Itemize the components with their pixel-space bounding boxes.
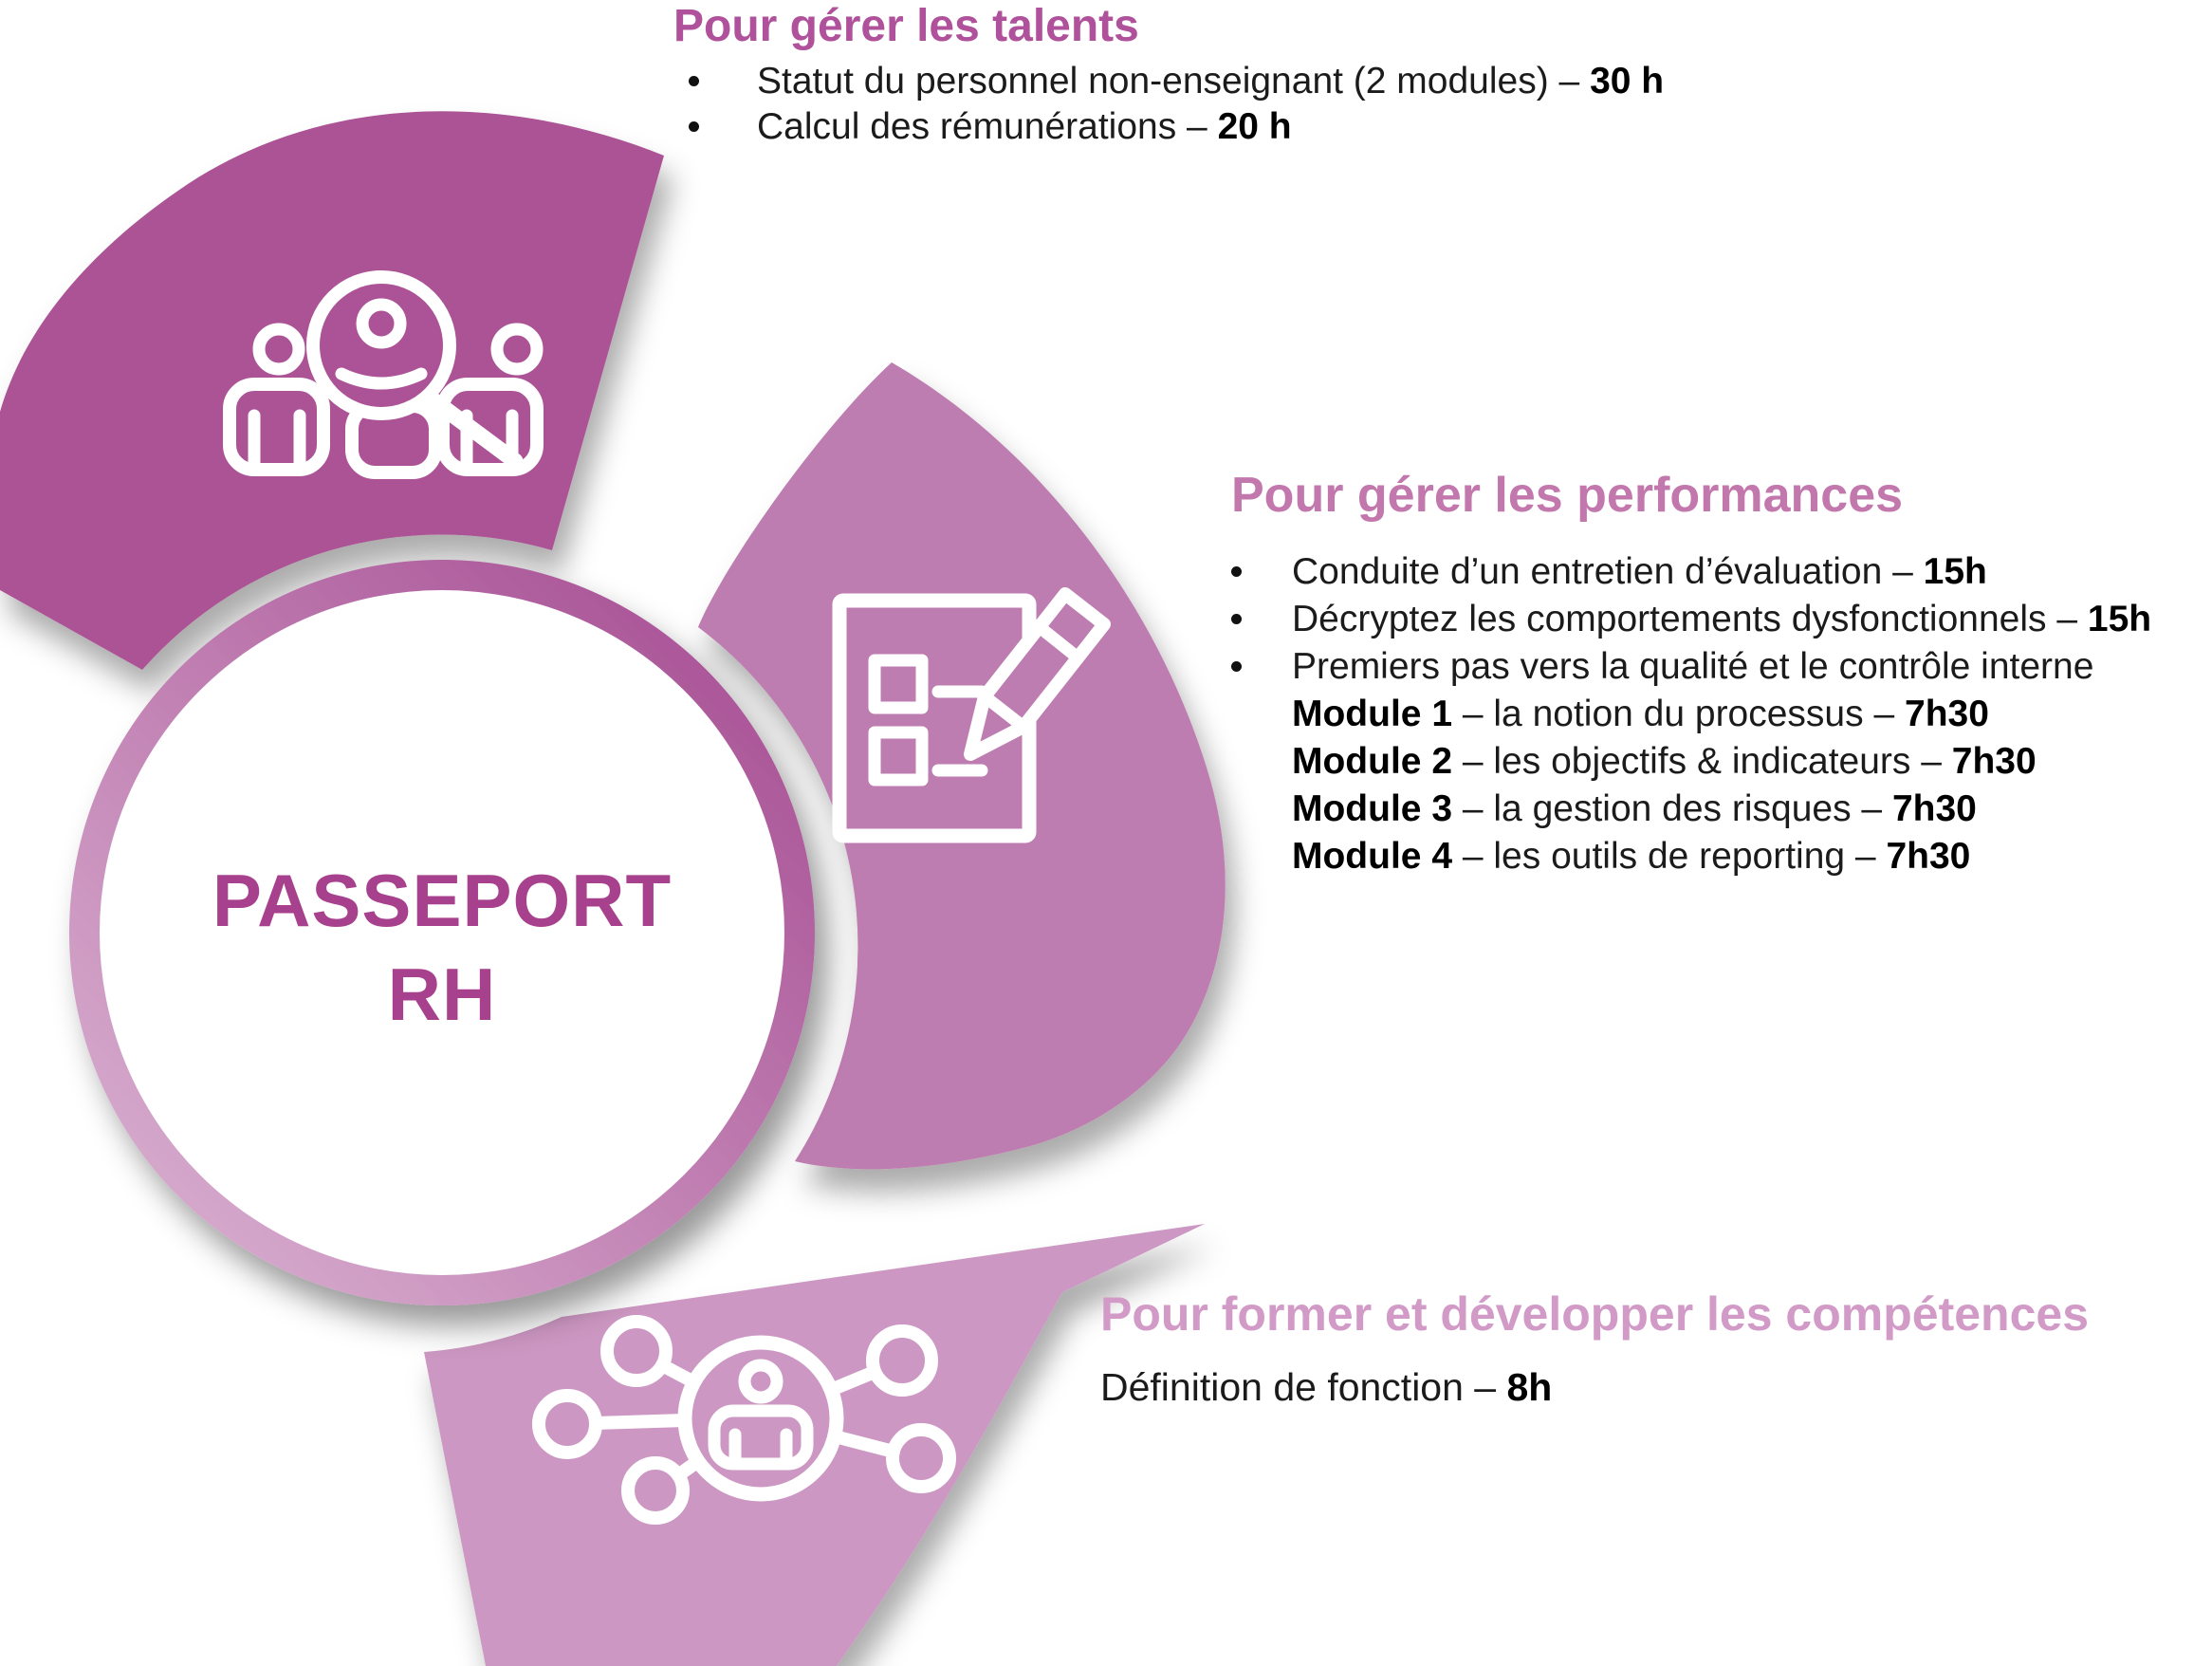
center-person-shoulders: [335, 367, 428, 390]
person-body: [708, 1404, 814, 1471]
list-item-text: Définition de fonction – 8h: [1100, 1365, 1553, 1409]
competences-list: Définition de fonction – 8h: [1100, 1362, 1552, 1412]
checkbox-1: [868, 654, 929, 714]
bullet-dot: [1231, 614, 1242, 624]
list-item: Module 4 – les outils de reporting – 7h3…: [1226, 833, 2151, 880]
list-item: Définition de fonction – 8h: [1100, 1362, 1552, 1412]
talent-search-icon: [223, 270, 544, 479]
network-node: [886, 1423, 956, 1493]
list-item-text: Module 1 – la notion du processus – 7h30: [1292, 694, 1989, 734]
section-title-performances: Pour gérer les performances: [1231, 468, 1904, 523]
center-person-head: [356, 298, 407, 349]
network-node: [621, 1456, 690, 1525]
person-head: [738, 1359, 783, 1404]
checkbox-2: [868, 726, 929, 787]
list-item: Module 3 – la gestion des risques – 7h30: [1226, 786, 2151, 833]
list-item-text: Module 4 – les outils de reporting – 7h3…: [1292, 836, 1971, 877]
list-item: Module 1 – la notion du processus – 7h30: [1226, 691, 2151, 738]
right-person-body: [436, 378, 544, 476]
center-label-line1: PASSEPORT: [212, 859, 673, 942]
evaluation-checklist-icon: [832, 587, 1111, 843]
list-item: Calcul des rémunérations – 20 h: [675, 104, 1664, 150]
section-title-competences: Pour former et développer les compétence…: [1100, 1287, 2090, 1341]
center-label: PASSEPORT RH: [157, 854, 727, 1042]
left-person-body: [223, 378, 330, 476]
network-center: [677, 1335, 844, 1502]
list-item-text: Module 2 – les objectifs & indicateurs –…: [1292, 741, 2037, 782]
network-node: [600, 1315, 673, 1387]
list-item-text: Module 3 – la gestion des risques – 7h30: [1292, 788, 1977, 829]
talents-list: Statut du personnel non-enseignant (2 mo…: [675, 59, 1664, 150]
list-item: Premiers pas vers la qualité et le contr…: [1226, 643, 2151, 691]
network-person-icon: [532, 1315, 956, 1525]
center-circle: [69, 560, 815, 1305]
list-item: Module 2 – les objectifs & indicateurs –…: [1226, 738, 2151, 786]
bullet-dot: [1231, 566, 1242, 577]
network-node: [532, 1389, 602, 1459]
bullet-dot: [689, 121, 699, 132]
left-person-head: [252, 323, 305, 376]
list-item-text: Statut du personnel non-enseignant (2 mo…: [757, 61, 1665, 102]
list-item-text: Décryptez les comportements dysfonctionn…: [1292, 599, 2152, 639]
bullet-dot: [689, 76, 699, 86]
section-title-talents: Pour gérer les talents: [673, 1, 1139, 51]
magnifier-handle: [421, 389, 524, 470]
bullet-dot: [1231, 661, 1242, 672]
list-item-text: Conduite d’un entretien d’évaluation – 1…: [1292, 551, 1987, 592]
center-label-line2: RH: [387, 953, 497, 1036]
performances-list: Conduite d’un entretien d’évaluation – 1…: [1226, 548, 2151, 880]
list-item: Décryptez les comportements dysfonctionn…: [1226, 596, 2151, 643]
pencil-eraser-line: [1033, 620, 1084, 664]
list-item: Statut du personnel non-enseignant (2 mo…: [675, 59, 1664, 104]
list-item: Conduite d’un entretien d’évaluation – 1…: [1226, 548, 2151, 596]
network-node: [866, 1324, 938, 1397]
list-item-text: Calcul des rémunérations – 20 h: [757, 106, 1292, 147]
list-item-text: Premiers pas vers la qualité et le contr…: [1292, 646, 2094, 687]
right-person-head: [490, 323, 544, 376]
